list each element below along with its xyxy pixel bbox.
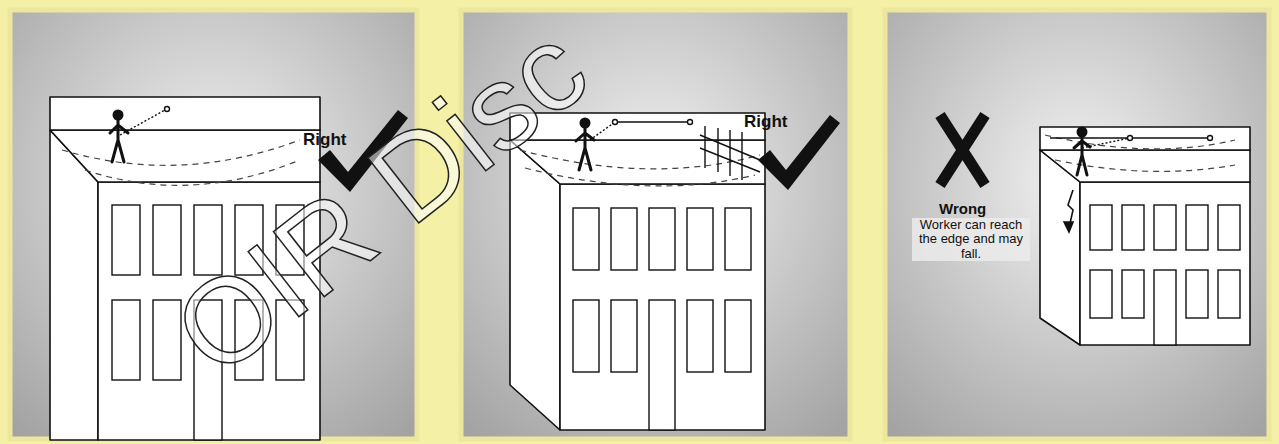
window [112, 300, 140, 380]
window [649, 208, 675, 270]
window [649, 300, 675, 430]
window [1122, 270, 1144, 318]
window [1186, 205, 1208, 250]
window [1186, 270, 1208, 318]
window [1122, 205, 1144, 250]
cross-mark [940, 115, 985, 185]
wrong-label: Wrong [939, 200, 986, 217]
window [611, 300, 637, 372]
fall-arrow [1064, 190, 1073, 232]
reach-arcs [62, 135, 1235, 186]
window [1218, 270, 1240, 318]
window [153, 205, 181, 275]
window [725, 300, 751, 372]
window [1090, 270, 1112, 318]
window [1154, 270, 1176, 345]
window [611, 208, 637, 270]
window [687, 208, 713, 270]
window [573, 208, 599, 270]
window [573, 300, 599, 372]
window [1154, 205, 1176, 250]
warning-note: Worker can reach the edge and may fall. [912, 218, 1030, 261]
window [1218, 205, 1240, 250]
panel-frames [10, 10, 1269, 439]
window [725, 208, 751, 270]
railing [700, 126, 760, 180]
window [112, 205, 140, 275]
window [1090, 205, 1112, 250]
lifelines [120, 107, 1213, 149]
window [687, 300, 713, 372]
right-label: Right [744, 112, 787, 132]
